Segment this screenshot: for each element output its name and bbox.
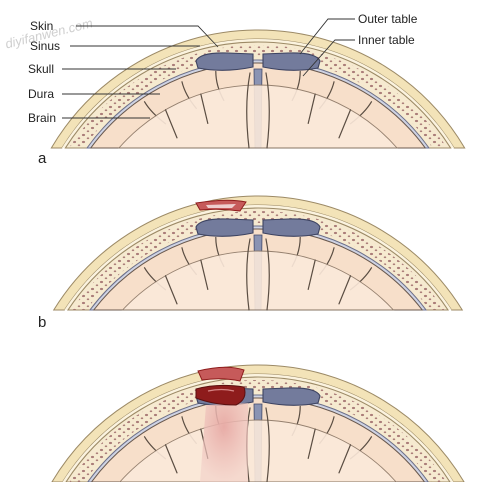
- white-matter: [119, 419, 397, 482]
- label-skull: Skull: [28, 62, 54, 76]
- sulcus: [307, 428, 316, 459]
- skull-diploe: [68, 45, 448, 148]
- panel-a-cross-section: [50, 29, 466, 149]
- label-inner-table: Inner table: [358, 33, 415, 47]
- sinus-right: [262, 218, 321, 237]
- sinus-right: [262, 52, 321, 71]
- label-outer-table: Outer table: [358, 12, 418, 26]
- skull-diploe: [69, 379, 447, 482]
- leader-outer-table: [299, 18, 355, 55]
- label-sinus: Sinus: [30, 39, 60, 53]
- panel-c-cross-section: [51, 364, 465, 482]
- sulcus: [164, 444, 178, 474]
- leader-inner-table: [302, 39, 355, 77]
- panel-letter-b: b: [38, 314, 46, 331]
- sinus-left: [195, 52, 254, 71]
- sulcus: [338, 109, 352, 139]
- sulcus: [200, 259, 209, 290]
- label-skin: Skin: [30, 19, 53, 33]
- leader-skin: [76, 25, 219, 48]
- hematoma-highlight: [207, 388, 235, 392]
- sulcus: [338, 444, 352, 474]
- hemisphere-edge-right: [265, 72, 270, 149]
- white-matter: [117, 84, 399, 149]
- panel-b-cross-section: [52, 195, 464, 311]
- hematoma-scalp: [197, 366, 245, 382]
- leader-lines: [62, 18, 355, 119]
- hematoma-highlight: [206, 204, 236, 208]
- sulcus: [200, 93, 209, 124]
- sulcus: [307, 259, 316, 290]
- hemisphere-edge-left: [246, 72, 251, 149]
- sulcus: [164, 275, 178, 305]
- sulcus: [164, 109, 178, 139]
- white-matter: [121, 250, 395, 311]
- sulcus: [307, 93, 316, 124]
- sinus-left: [195, 218, 254, 237]
- label-brain: Brain: [28, 111, 56, 125]
- hemisphere-edge-right: [265, 238, 270, 311]
- label-dura: Dura: [28, 87, 54, 101]
- panel-letter-a: a: [38, 150, 47, 167]
- brain-contusion: [200, 403, 248, 482]
- skull-diploe: [71, 210, 445, 310]
- sulcus: [338, 275, 352, 305]
- hemisphere-edge-right: [265, 407, 270, 482]
- sinus-right: [262, 387, 321, 406]
- hemisphere-edge-left: [246, 238, 251, 311]
